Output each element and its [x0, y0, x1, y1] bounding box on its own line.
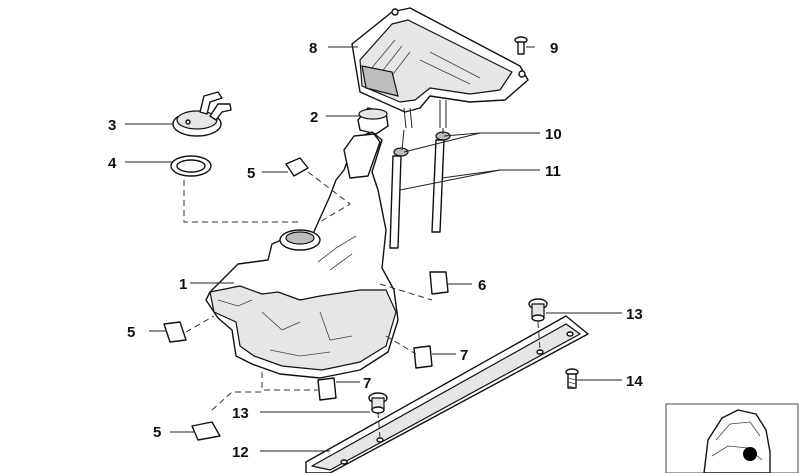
pad-part-5a: [285, 157, 309, 177]
pad-part-7b: [317, 377, 337, 401]
callout-8: 8: [309, 40, 317, 57]
vent-hoses-part: [389, 128, 445, 249]
callout-4: 4: [108, 155, 117, 172]
fuel-sender-part: [172, 91, 232, 137]
assembly-lines: [183, 171, 433, 411]
expansion-tank-part: [351, 7, 529, 129]
callout-14: 14: [626, 373, 643, 390]
callout-5-left: 5: [127, 324, 135, 341]
filler-cap-part: [357, 107, 389, 135]
location-marker-icon: [743, 447, 757, 461]
callout-3: 3: [108, 117, 116, 134]
callout-13-right: 13: [626, 306, 643, 323]
pad-part-5c: [191, 421, 221, 441]
screw-part-9: [514, 36, 528, 55]
bolt-part-14: [565, 368, 579, 389]
callout-13-left: 13: [232, 405, 249, 422]
callout-12: 12: [232, 444, 249, 461]
pad-part-7a: [413, 345, 433, 369]
rubber-buffer-part-13b: [368, 392, 388, 414]
tank-strap-part: [305, 315, 589, 473]
callout-5-bottom: 5: [153, 424, 161, 441]
callout-11: 11: [545, 163, 561, 180]
callout-9: 9: [550, 40, 558, 57]
callout-7-bottom: 7: [363, 375, 371, 392]
callout-5-top: 5: [247, 165, 255, 182]
rubber-buffer-part-13a: [528, 298, 548, 322]
seal-ring-part: [170, 155, 212, 177]
callout-10: 10: [545, 126, 562, 143]
callout-6: 6: [478, 277, 486, 294]
callout-7-right: 7: [460, 347, 468, 364]
vehicle-location-inset: [665, 403, 799, 473]
callout-1: 1: [179, 276, 187, 293]
callout-2: 2: [310, 109, 318, 126]
leader-lines: [125, 46, 622, 452]
pad-part-6: [429, 271, 449, 295]
fuel-tank-part: [205, 131, 399, 379]
pad-part-5b: [163, 321, 187, 343]
